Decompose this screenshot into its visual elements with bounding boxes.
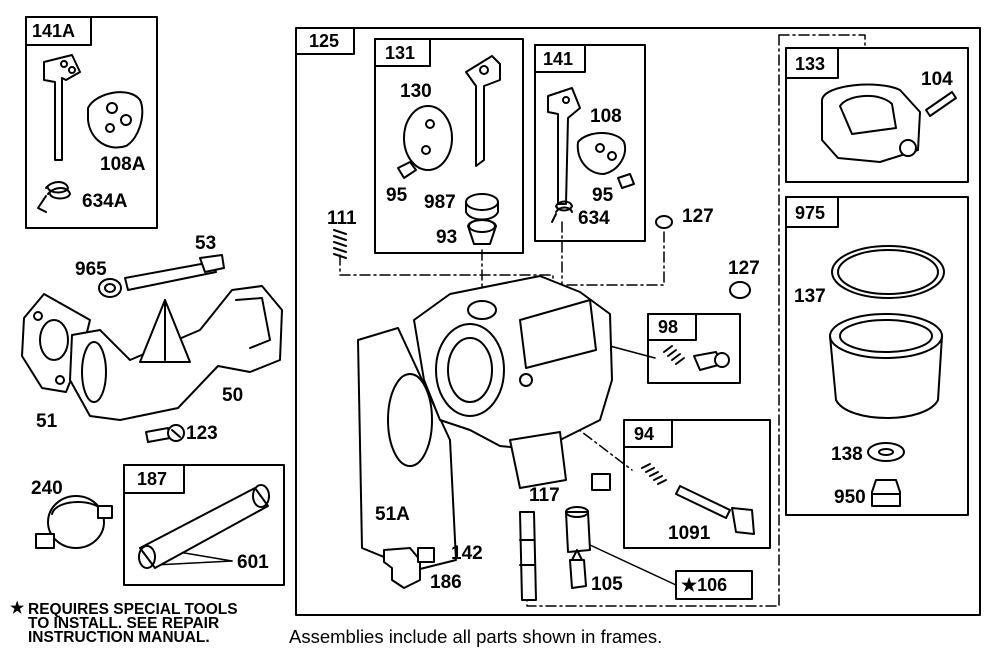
needle-1091 bbox=[675, 485, 755, 535]
washer-138 bbox=[867, 442, 905, 462]
part-label-987: 987 bbox=[424, 192, 456, 213]
note-line-1: ★ REQUIRES SPECIAL TOOLS bbox=[10, 600, 238, 618]
part-label-127-a: 127 bbox=[682, 206, 714, 227]
part-label-950: 950 bbox=[834, 487, 866, 508]
seal-987 bbox=[465, 193, 499, 221]
intake-manifold-50 bbox=[69, 285, 283, 421]
part-label-51: 51 bbox=[36, 411, 58, 432]
spring-94 bbox=[641, 463, 667, 485]
throttle-plate-108 bbox=[576, 132, 626, 175]
choke-shaft-131 bbox=[465, 55, 501, 167]
screw-95-b bbox=[617, 173, 635, 189]
frame-label-94: 94 bbox=[634, 424, 655, 444]
part-label-117: 117 bbox=[529, 485, 560, 506]
spring-634 bbox=[551, 200, 573, 223]
part-label-634: 634 bbox=[578, 208, 610, 229]
frame-label-187: 187 bbox=[137, 469, 168, 489]
fuel-filter-240 bbox=[35, 495, 113, 549]
frame-133 bbox=[785, 47, 969, 183]
dust-seal-93 bbox=[467, 219, 497, 245]
part-label-123: 123 bbox=[186, 423, 218, 444]
spring-111 bbox=[333, 229, 347, 259]
frame-187 bbox=[123, 464, 285, 586]
frame-141a bbox=[25, 16, 158, 229]
part-label-1091: 1091 bbox=[668, 523, 711, 544]
spring-634a bbox=[37, 181, 71, 213]
part-label-105: 105 bbox=[591, 574, 623, 595]
part-label-240: 240 bbox=[31, 478, 63, 499]
spring-98 bbox=[663, 345, 685, 365]
frame-141 bbox=[534, 44, 646, 242]
fuel-stud-53 bbox=[98, 254, 225, 298]
frame-131 bbox=[374, 38, 524, 254]
assemblies-footer: Assemblies include all parts shown in fr… bbox=[289, 626, 663, 647]
screw-95-a bbox=[397, 161, 417, 179]
throttle-shaft-141 bbox=[547, 87, 581, 205]
part-label-53: 53 bbox=[195, 233, 217, 254]
frame-label-133: 133 bbox=[795, 54, 826, 74]
part-label-965: 965 bbox=[75, 259, 107, 280]
note-line-3: INSTRUCTION MANUAL. bbox=[28, 629, 210, 646]
part-label-634a: 634A bbox=[82, 191, 128, 212]
main-jet-142 bbox=[519, 511, 537, 601]
part-label-142: 142 bbox=[451, 543, 483, 564]
frame-label-141a: 141A bbox=[32, 21, 76, 41]
needle-105 bbox=[569, 549, 587, 589]
gasket-51a bbox=[357, 327, 457, 571]
part-label-95-b: 95 bbox=[592, 185, 614, 206]
frame-label-141: 141 bbox=[543, 49, 574, 69]
part-label-108a: 108A bbox=[100, 154, 146, 175]
special-tool-star-icon: ★ bbox=[681, 575, 698, 595]
bowl-nut-950 bbox=[871, 479, 901, 507]
frame-label-131: 131 bbox=[385, 43, 416, 63]
part-label-127-b: 127 bbox=[728, 258, 760, 279]
part-label-104: 104 bbox=[921, 69, 953, 90]
fuel-line-601 bbox=[138, 484, 270, 569]
part-label-93: 93 bbox=[436, 227, 458, 248]
elbow-186 bbox=[383, 547, 435, 589]
part-label-130: 130 bbox=[400, 81, 432, 102]
throttle-plate-108a bbox=[87, 91, 144, 149]
part-label-601: 601 bbox=[237, 552, 269, 573]
plug-117 bbox=[591, 473, 611, 491]
frame-98 bbox=[647, 313, 741, 384]
frame-975 bbox=[785, 196, 969, 516]
screw-123 bbox=[145, 424, 185, 443]
frame-label-106: ★106 bbox=[681, 576, 727, 594]
float-pin-104 bbox=[925, 91, 957, 117]
frame-label-98: 98 bbox=[658, 317, 679, 337]
part-label-137: 137 bbox=[794, 286, 826, 307]
float-133 bbox=[821, 83, 921, 163]
float-bowl bbox=[829, 313, 943, 419]
part-label-95-a: 95 bbox=[386, 185, 408, 206]
seat-106 bbox=[565, 506, 591, 553]
welch-plug-127-a bbox=[655, 215, 673, 229]
gasket-137 bbox=[831, 245, 945, 299]
throttle-shaft-141a bbox=[43, 54, 81, 161]
frame-94 bbox=[623, 419, 771, 549]
part-label-138: 138 bbox=[831, 444, 863, 465]
frame-label-125: 125 bbox=[309, 31, 340, 51]
frame-125 bbox=[295, 27, 981, 616]
part-label-108: 108 bbox=[590, 106, 622, 127]
part-label-51a: 51A bbox=[375, 504, 410, 525]
note-star-icon: ★ bbox=[10, 600, 25, 617]
frame-label-975: 975 bbox=[795, 203, 826, 223]
frame-label-106-number: 106 bbox=[697, 575, 728, 595]
part-label-186: 186 bbox=[430, 572, 462, 593]
note-line-1-text: REQUIRES SPECIAL TOOLS bbox=[28, 601, 238, 618]
welch-plug-127-b bbox=[729, 281, 751, 299]
choke-plate-130 bbox=[403, 105, 453, 171]
carburetor-body bbox=[413, 275, 613, 489]
part-label-111: 111 bbox=[327, 208, 357, 229]
special-tools-note: ★ REQUIRES SPECIAL TOOLS TO INSTALL. SEE… bbox=[10, 600, 238, 646]
note-line-2: TO INSTALL. SEE REPAIR bbox=[28, 615, 220, 632]
part-label-50: 50 bbox=[222, 385, 244, 406]
screw-98 bbox=[693, 351, 730, 371]
